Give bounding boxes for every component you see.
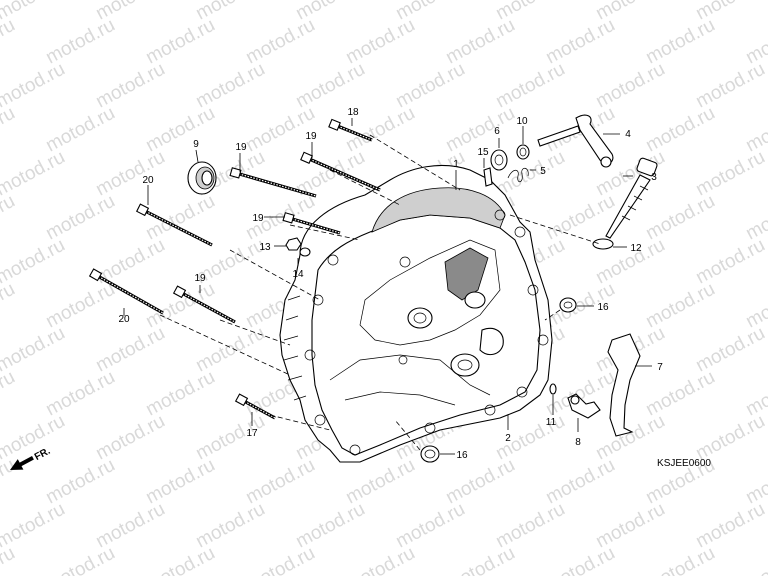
switch-part (567, 393, 601, 419)
bolt-part (229, 167, 317, 198)
washer-part (490, 149, 508, 171)
bolt-part (282, 212, 341, 235)
callout-16-lower: 16 (456, 450, 468, 461)
watermark-text: motod.ru (642, 543, 718, 576)
bolt-part (300, 151, 381, 192)
watermark-text: motod.ru (42, 543, 118, 576)
callout-13: 13 (259, 242, 271, 253)
callout-20-b: 20 (118, 314, 130, 325)
watermark-text: motod.ru (742, 543, 768, 576)
watermark-text: motod.ru (0, 279, 19, 333)
watermark-text: motod.ru (0, 147, 69, 201)
callout-16-upper: 16 (597, 302, 609, 313)
watermark-text: motod.ru (442, 543, 518, 576)
watermark-text: motod.ru (242, 543, 318, 576)
callout-7: 7 (657, 362, 663, 373)
callout-11: 11 (546, 417, 557, 428)
bolt-part (172, 285, 236, 324)
callout-17: 17 (246, 428, 258, 439)
arrow-left-icon (10, 456, 34, 470)
clutch-lifter-arm-part (537, 114, 614, 168)
watermark-text: motod.ru (0, 103, 19, 157)
callout-15: 15 (477, 147, 489, 158)
watermark-text: motod.ru (542, 543, 618, 576)
callout-4: 4 (625, 129, 631, 140)
watermark-text: motod.ru (0, 15, 19, 69)
callout-18: 18 (347, 107, 359, 118)
bolt-part (328, 118, 373, 142)
washer-part (299, 247, 311, 257)
clip-part (549, 383, 557, 395)
callout-19-a: 19 (305, 131, 317, 142)
callout-3: 3 (651, 172, 657, 183)
leader-lines (123, 118, 652, 455)
callout-20-a: 20 (142, 175, 154, 186)
oil-seal-part (187, 161, 217, 195)
front-label: FR. (33, 446, 53, 463)
watermark-text: motod.ru (0, 235, 69, 289)
drawing-code: KSJEE0600 (657, 458, 711, 469)
watermark-text: motod.ru (0, 323, 69, 377)
callout-19-d: 19 (194, 273, 206, 284)
bolt-part (135, 203, 213, 247)
crankcase-cover (279, 164, 553, 463)
callout-19-b: 19 (235, 142, 247, 153)
callout-12: 12 (630, 243, 642, 254)
o-ring-part (592, 238, 614, 250)
dipstick-part (605, 157, 658, 239)
callout-14: 14 (292, 269, 304, 280)
callout-5: 5 (540, 166, 546, 177)
watermark-text: motod.ru (342, 543, 418, 576)
watermark-text: motod.ru (142, 543, 218, 576)
spring-part (507, 167, 529, 183)
bolt-part (88, 268, 164, 315)
pin-part (483, 167, 493, 187)
bolt-part (234, 393, 276, 420)
dowel-pin-part (559, 297, 577, 313)
nut-part (285, 237, 302, 251)
bolt-set (88, 118, 381, 420)
callout-2: 2 (505, 433, 511, 444)
dowel-pin-part (420, 445, 440, 463)
callout-6: 6 (494, 126, 500, 137)
callout-9: 9 (193, 139, 199, 150)
watermark-text: motod.ru (0, 191, 19, 245)
watermark-text: motod.ru (0, 367, 19, 421)
callout-8: 8 (575, 437, 581, 448)
callout-10: 10 (516, 116, 528, 127)
callout-19-c: 19 (252, 213, 264, 224)
watermark-text: motod.ru (0, 59, 69, 113)
o-ring-part (516, 144, 530, 160)
watermark-text: motod.ru (0, 499, 69, 553)
watermark-text: motod.ru (0, 543, 19, 576)
bracket-part (607, 333, 641, 437)
callout-1: 1 (453, 159, 459, 170)
callout-labels: 1 2 3 4 5 6 7 8 9 10 11 12 13 14 15 16 1… (118, 107, 663, 461)
